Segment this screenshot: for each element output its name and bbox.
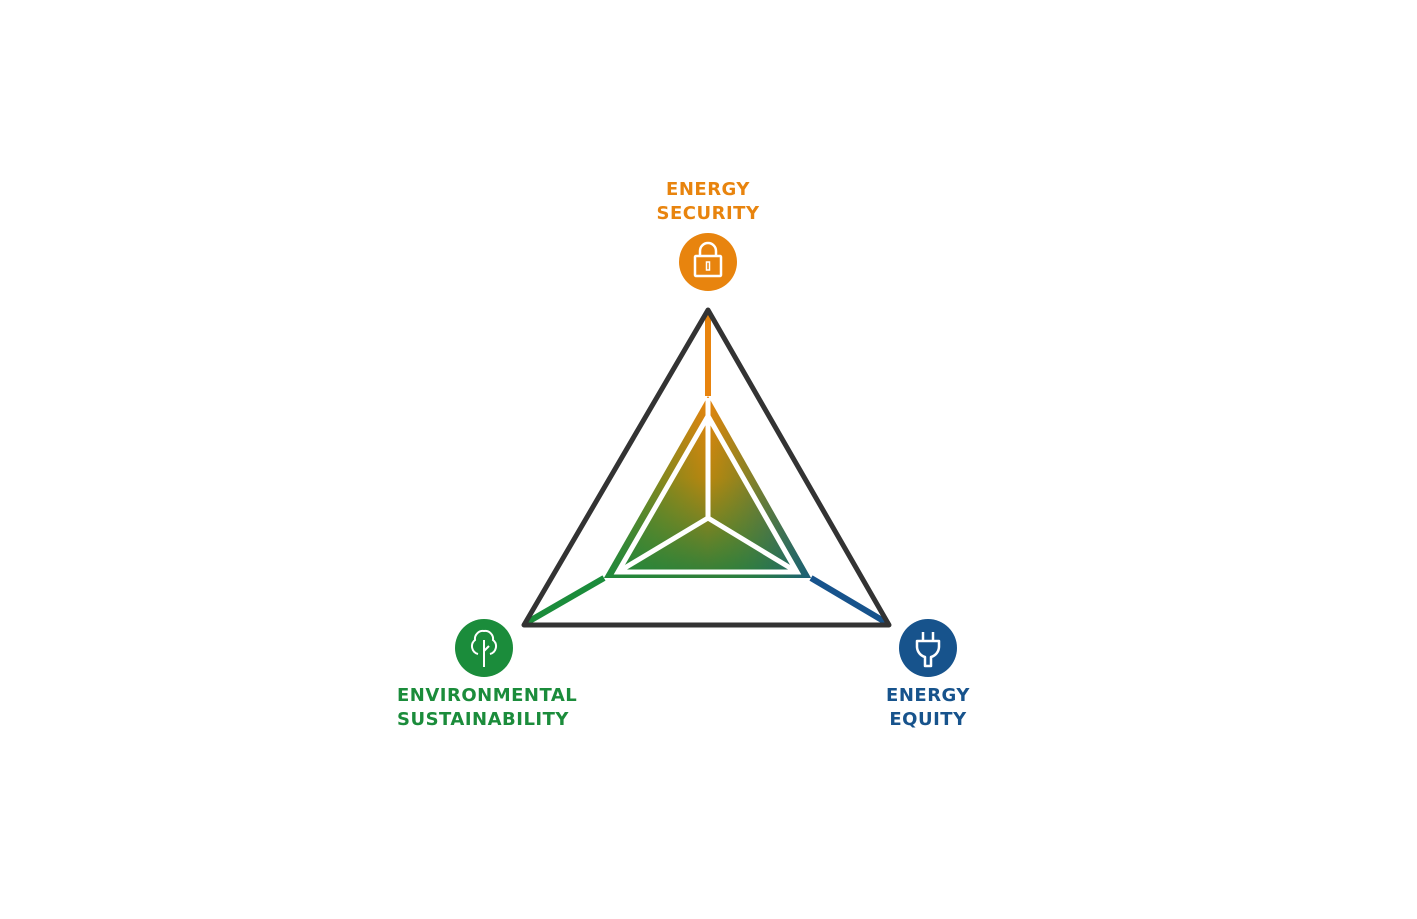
tree-icon [455,619,513,677]
outer-triangle [521,307,892,628]
environment-spoke [524,575,606,626]
environmental-line2: SUSTAINABILITY [397,709,569,730]
energy-security-line1: ENERGY [666,179,750,200]
environmental-sustainability-label: ENVIRONMENTAL SUSTAINABILITY [397,684,577,732]
environmental-line1: ENVIRONMENTAL [397,685,578,706]
plug-icon [899,619,957,677]
energy-equity-line2: EQUITY [889,709,967,730]
energy-security-line2: SECURITY [656,203,760,224]
energy-security-label: ENERGY SECURITY [608,178,808,226]
equity-spoke [809,575,889,626]
inner-white-lines [613,398,802,575]
energy-equity-label: ENERGY EQUITY [848,684,1008,732]
padlock-icon [679,233,737,291]
energy-equity-line1: ENERGY [886,685,970,706]
